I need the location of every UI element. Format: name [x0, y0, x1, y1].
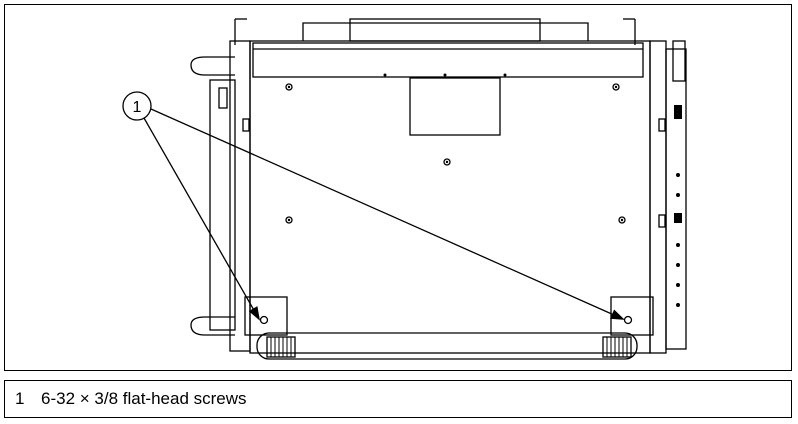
callout-leader-left: [143, 117, 260, 321]
legend-item-number: 1: [15, 389, 25, 408]
callout-number: 1: [133, 99, 142, 116]
legend-item-description: 6-32 × 3/8 flat-head screws: [41, 389, 247, 408]
legend-row: 1 6-32 × 3/8 flat-head screws: [15, 389, 247, 409]
left-bracket-panel: [209, 79, 236, 331]
left-handle-top: [190, 56, 235, 76]
center-plate: [409, 77, 501, 136]
left-foot-block: [244, 296, 288, 336]
legend-table: 1 6-32 × 3/8 flat-head screws: [4, 380, 792, 418]
top-connector: [302, 22, 589, 41]
top-bar: [252, 42, 644, 78]
callout-leader-right: [150, 108, 625, 320]
left-rail: [229, 40, 251, 352]
bottom-roller-bar: [256, 332, 638, 360]
chassis-bottom-diagram: 1: [122, 18, 687, 360]
callout-circle: [122, 91, 152, 121]
figure-frame: 1: [4, 4, 792, 371]
right-panel: [665, 48, 687, 350]
chassis-body: [249, 40, 651, 354]
left-handle-bottom: [190, 316, 235, 336]
